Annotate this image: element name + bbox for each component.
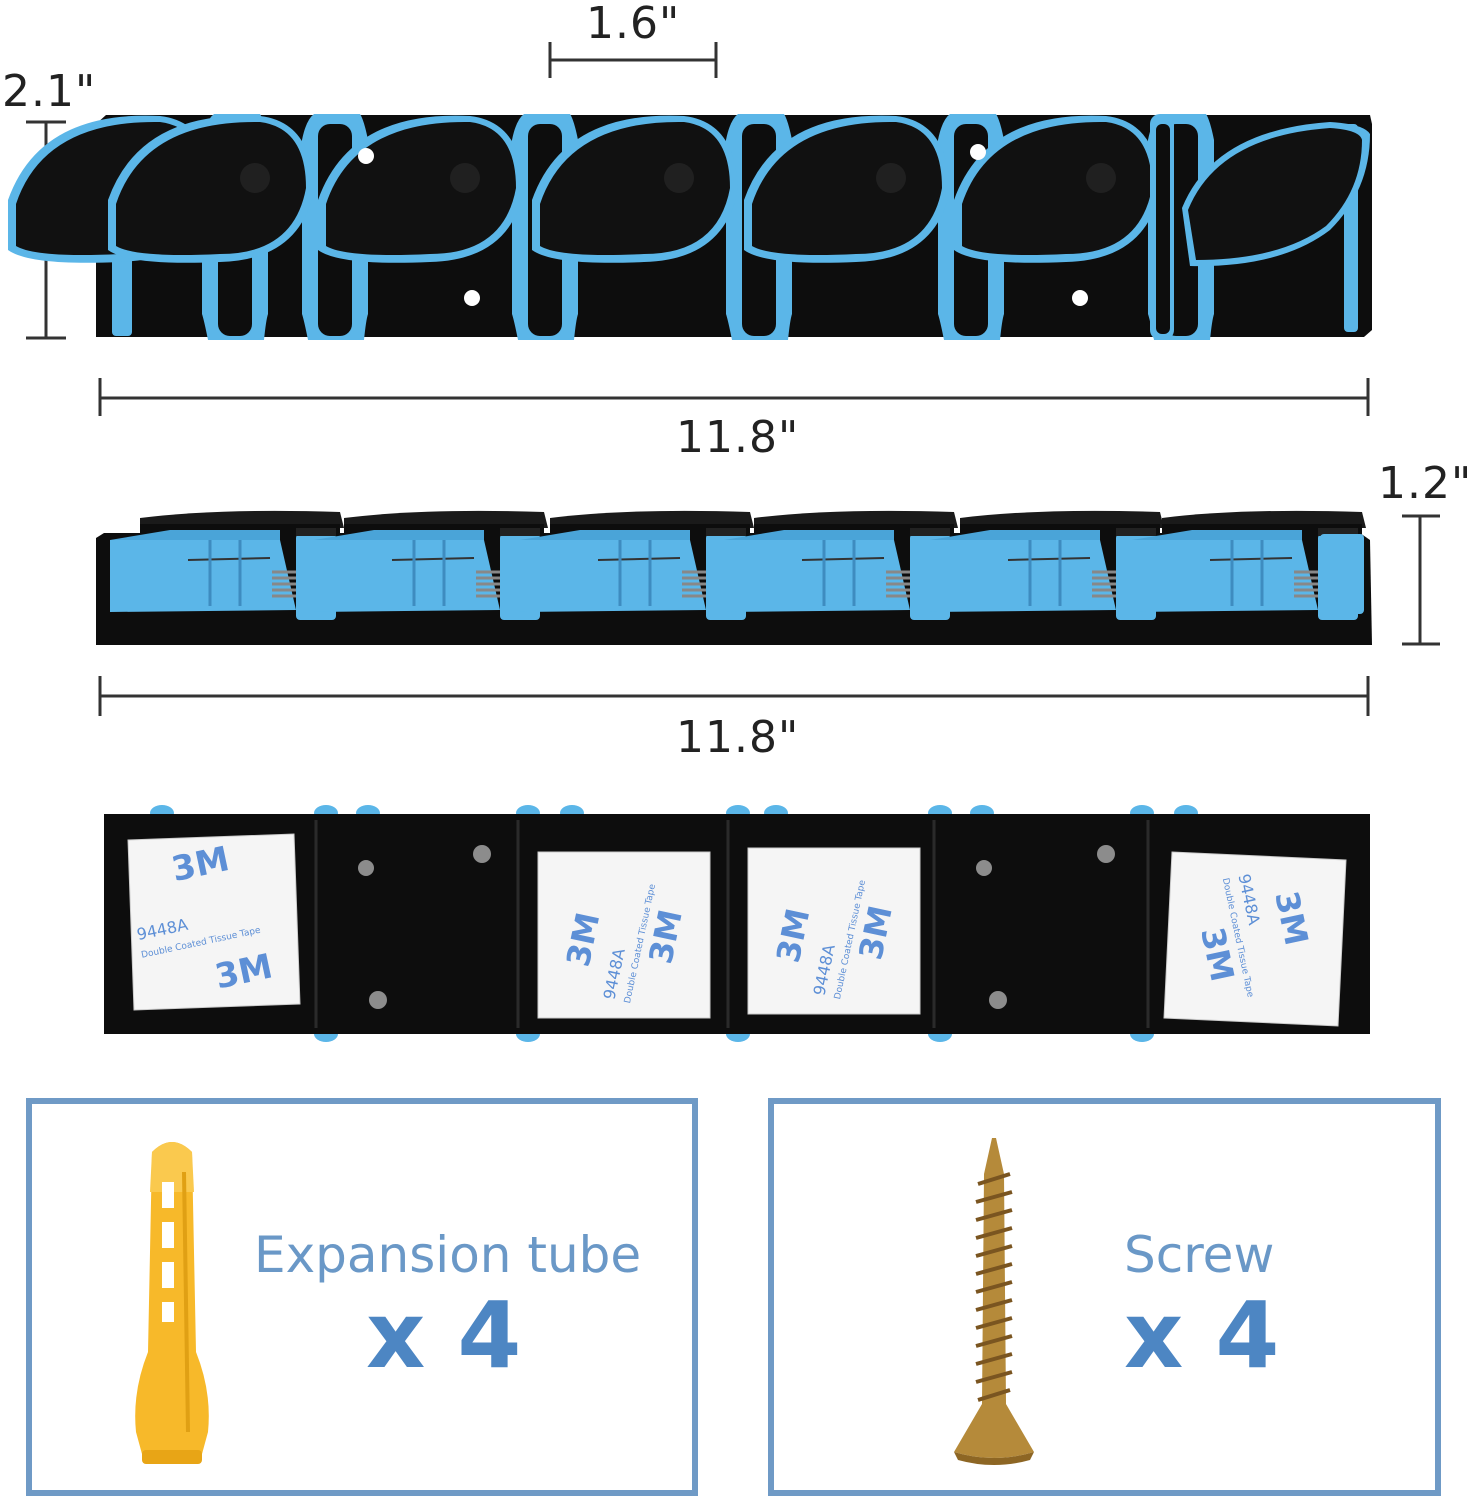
front-height-label: 2.1"	[2, 66, 97, 117]
screw-box: Screw x 4	[768, 1098, 1441, 1496]
rack-side-view	[96, 509, 1372, 645]
tape-pad-3	[747, 847, 921, 1015]
expansion-tube-label: Expansion tube	[254, 1226, 642, 1284]
expansion-tube-quantity: x 4	[366, 1282, 522, 1389]
tape-pad-2	[537, 851, 711, 1019]
expansion-tube-box: Expansion tube x 4	[26, 1098, 698, 1496]
side-height-label: 1.2"	[1378, 458, 1467, 509]
rack-back-view: 3M 9448A Double Coated Tissue Tape 3M 3M…	[104, 805, 1370, 1042]
clip-width-label: 1.6"	[586, 0, 681, 49]
tape-pad-1	[127, 833, 301, 1011]
side-length-label: 11.8"	[676, 712, 800, 763]
screw-icon	[954, 1138, 1034, 1465]
screw-label: Screw	[1124, 1226, 1275, 1284]
expansion-tube-icon	[135, 1142, 209, 1464]
front-length-label: 11.8"	[676, 412, 800, 463]
screw-quantity: x 4	[1124, 1282, 1280, 1389]
rack-front-view	[8, 114, 1372, 340]
tape-pad-4	[1163, 851, 1347, 1027]
